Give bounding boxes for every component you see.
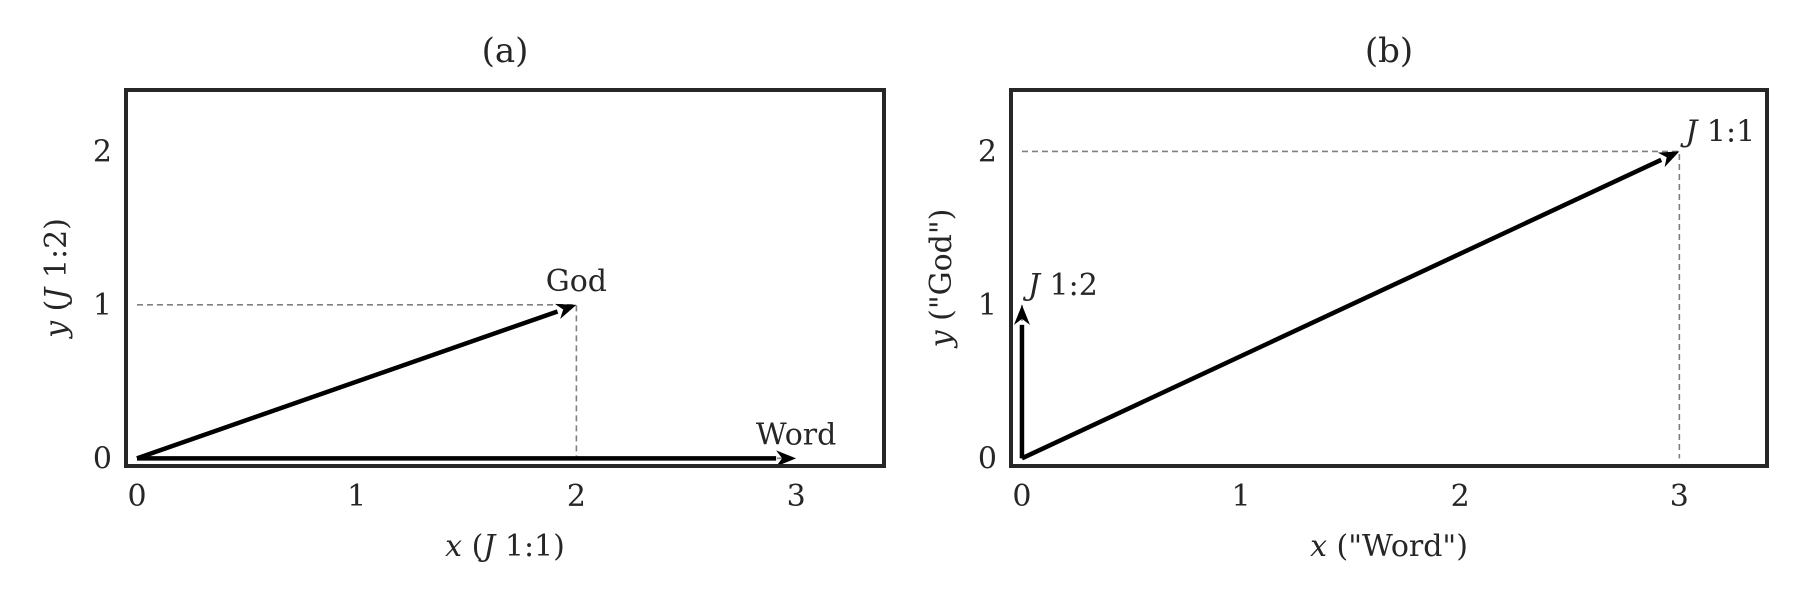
- y-tick-label: 0: [978, 441, 997, 476]
- vector-j-1-2-head: [1013, 304, 1030, 325]
- vector-label: Word: [756, 417, 836, 452]
- y-axis-label: y (J 1:2): [39, 218, 74, 340]
- x-tick-label: 1: [347, 479, 366, 514]
- plot-frame: [124, 88, 886, 468]
- x-axis-label: x ("Word"): [1310, 529, 1468, 564]
- guide-line: [1021, 150, 1681, 459]
- vector-label: J 1:1: [1679, 114, 1755, 149]
- guide-line: [136, 304, 578, 459]
- x-tick-label: 2: [567, 479, 586, 514]
- vector-god-head: [554, 303, 577, 320]
- panel-b: (b) J 1:1 J 1:2 0 1 2 3 0 1 2 x ("Word") y ("God"): [924, 31, 1769, 564]
- y-tick-label: 2: [978, 134, 997, 169]
- vector-word-head: [776, 450, 797, 467]
- vector-j-1-1-shaft: [1021, 157, 1663, 461]
- vector-label: J 1:2: [1022, 268, 1098, 303]
- x-tick-label: 3: [787, 479, 806, 514]
- x-axis-label: x (J 1:1): [445, 529, 565, 564]
- plot-frame: [1009, 88, 1769, 468]
- y-tick-label: 0: [93, 441, 112, 476]
- panel-title: (a): [482, 31, 529, 71]
- y-tick-label: 2: [93, 134, 112, 169]
- x-tick-label: 1: [1232, 479, 1251, 514]
- x-tick-label: 0: [1012, 479, 1031, 514]
- vector-god-shaft: [136, 309, 559, 461]
- y-tick-label: 1: [93, 288, 112, 323]
- x-tick-label: 2: [1451, 479, 1470, 514]
- vector-label: God: [546, 264, 607, 299]
- panel-title: (b): [1365, 31, 1413, 71]
- vector-j-1-1-head: [1657, 151, 1680, 168]
- y-axis-label: y ("God"): [924, 209, 959, 350]
- x-tick-label: 3: [1670, 479, 1689, 514]
- x-tick-label: 0: [127, 479, 146, 514]
- y-tick-label: 1: [978, 288, 997, 323]
